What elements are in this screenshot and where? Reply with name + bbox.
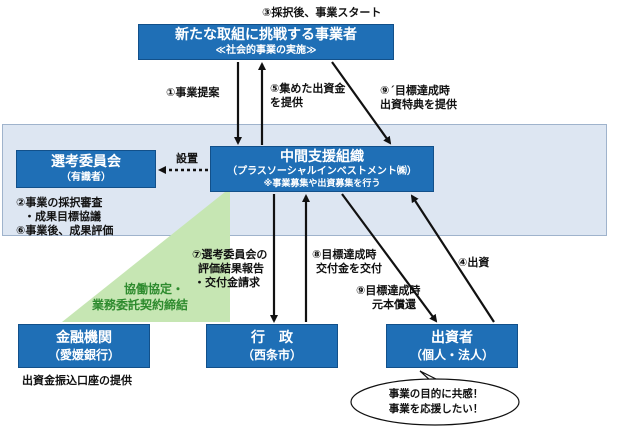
bank-title: 金融機関 <box>56 330 112 346</box>
arrow-repay <box>341 193 438 323</box>
arrow-invest <box>410 194 495 323</box>
label-coop-2: 業務委託契約締結 <box>92 298 189 312</box>
label-proposal: ①事業提案 <box>166 86 220 99</box>
government-title: 行 政 <box>251 330 293 346</box>
label-bank-note: 出資金振込口座の提供 <box>22 374 132 387</box>
label-coop-1: 協働協定・ <box>124 282 185 296</box>
label-setup: 設置 <box>176 152 198 165</box>
intermediary-subtitle: （プラスソーシャルインベストメント㈱） <box>227 165 417 177</box>
arrow-perk <box>331 61 392 145</box>
label-invest: ④出資 <box>458 256 490 269</box>
investor-box: 出資者 （個人・法人） <box>386 324 518 368</box>
label-grant-2: 交付金を交付 <box>316 262 382 275</box>
label-repay-1: ⑨目標達成時 <box>356 284 421 297</box>
label-perk-1: ⑨´目標達成時 <box>380 84 450 97</box>
top-business-title: 新たな取組に挑戦する事業者 <box>175 27 357 43</box>
label-funds-2: を提供 <box>270 96 303 109</box>
bubble-line-1: 事業の目的に共感！ <box>388 388 484 400</box>
bubble-line-2: 事業を応援したい！ <box>388 403 484 415</box>
label-grant-1: ⑧目標達成時 <box>312 248 377 261</box>
label-review-3: ⑥事業後、成果評価 <box>16 224 114 237</box>
committee-subtitle: （有識者） <box>61 172 111 183</box>
label-report-3: ・交付金請求 <box>194 276 260 289</box>
government-box: 行 政 （西条市） <box>206 324 338 368</box>
bank-box: 金融機関 （愛媛銀行） <box>18 324 150 368</box>
top-note: ③採択後、事業スタート <box>262 6 382 19</box>
committee-title: 選考委員会 <box>51 154 121 170</box>
intermediary-box: 中間支援組織 （プラスソーシャルインベストメント㈱） ※事業募集や出資募集を行う <box>210 146 434 192</box>
label-repay-2: 元本償還 <box>372 298 416 311</box>
bank-subtitle: （愛媛銀行） <box>47 348 120 362</box>
top-business-subtitle: ≪社会的事業の実施≫ <box>215 45 317 56</box>
intermediary-title: 中間支援組織 <box>280 148 364 165</box>
investor-title: 出資者 <box>431 330 473 346</box>
label-review-1: ②事業の採択審査 <box>16 196 103 209</box>
government-subtitle: （西条市） <box>241 348 302 362</box>
label-funds-1: ⑤集めた出資金 <box>270 82 346 95</box>
label-review-2: ・成果目標協議 <box>24 210 101 223</box>
label-report-2: 評価結果報告 <box>198 262 264 275</box>
investor-subtitle: （個人・法人） <box>409 348 494 362</box>
committee-box: 選考委員会 （有識者） <box>16 150 156 188</box>
top-business-box: 新たな取組に挑戦する事業者 ≪社会的事業の実施≫ <box>138 24 394 60</box>
intermediary-note: ※事業募集や出資募集を行う <box>263 178 381 189</box>
label-perk-2: 出資特典を提供 <box>380 98 457 111</box>
label-report-1: ⑦選考委員会の <box>192 248 268 261</box>
